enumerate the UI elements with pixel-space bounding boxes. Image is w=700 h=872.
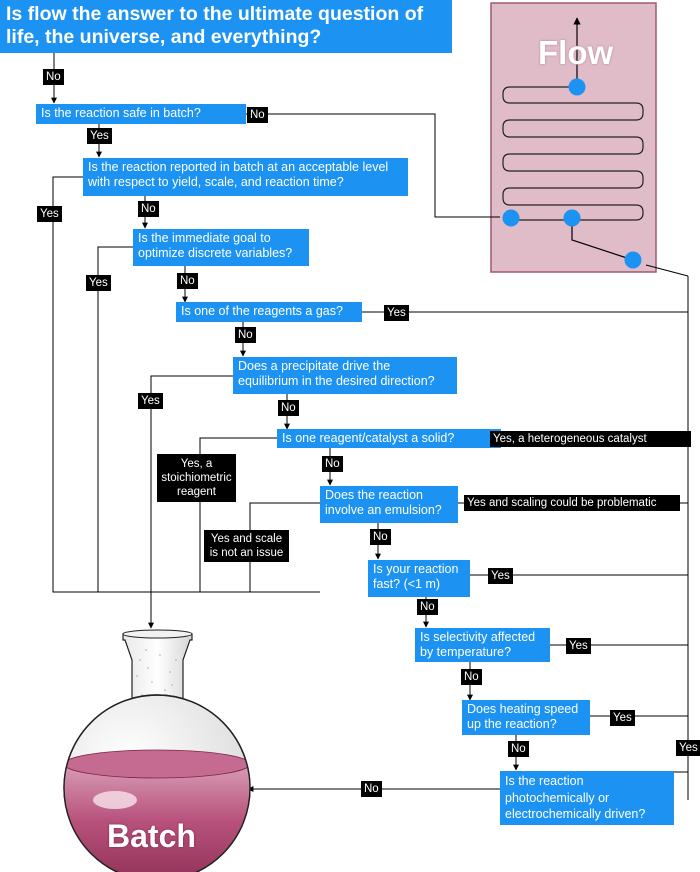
label-yes-precipitate: Yes (138, 393, 163, 409)
question-selectivity-temperature: Is selectivity affected by temperature? (415, 628, 550, 662)
label-yes-reported: Yes (37, 206, 62, 222)
reactor-coil (502, 86, 644, 221)
label-no-fast: No (417, 599, 438, 615)
question-solid-reagent: Is one reagent/catalyst a solid? (277, 429, 501, 448)
label-no-precipitate: No (278, 400, 299, 416)
flask-mouth (122, 629, 193, 639)
label-yes-selectivity: Yes (566, 638, 591, 654)
label-no-safe: No (247, 107, 268, 123)
label-yes-fast: Yes (488, 568, 513, 584)
label-yes-heterogeneous: Yes, a heterogeneous catalyst (490, 431, 691, 447)
question-reagent-gas: Is one of the reagents a gas? (176, 302, 362, 322)
question-reported-in-batch: Is the reaction reported in batch at an … (83, 158, 408, 196)
label-no-gas: No (235, 327, 256, 343)
label-no-photo: No (361, 781, 382, 797)
label-yes-photo: Yes (676, 740, 700, 756)
question-heating-speed: Does heating speed up the reaction? (462, 700, 590, 735)
reactor-node-outlet (568, 78, 586, 96)
liquid-surface (64, 749, 250, 779)
label-no-selectivity: No (461, 669, 482, 685)
label-no-emulsion: No (370, 529, 391, 545)
label-yes-scaling-problematic: Yes and scaling could be problematic (464, 495, 680, 511)
label-yes-gas: Yes (384, 305, 409, 321)
label-no-reported: No (138, 201, 159, 217)
question-fast-reaction: Is your reaction fast? (<1 m) (368, 560, 470, 597)
label-yes-discrete: Yes (86, 275, 111, 291)
label-no-discrete: No (177, 273, 198, 289)
question-safe-in-batch: Is the reaction safe in batch? (36, 104, 246, 124)
reactor-node-inlet-c (624, 251, 642, 269)
label-no-heating: No (508, 741, 529, 757)
label-yes-heating: Yes (610, 710, 635, 726)
question-emulsion: Does the reaction involve an emulsion? (320, 486, 458, 523)
label-no-solid: No (322, 456, 343, 472)
question-photo-electrochemical: Is the reaction photochemically or elect… (500, 771, 674, 825)
flow-reactor (490, 2, 657, 273)
label-no-title: No (43, 69, 64, 85)
question-discrete-variables: Is the immediate goal to optimize discre… (133, 229, 309, 266)
question-precipitate: Does a precipitate drive the equilibrium… (233, 357, 457, 394)
batch-label: Batch (107, 818, 196, 854)
page-title: Is flow the answer to the ultimate quest… (0, 0, 452, 53)
label-yes-scale-not-issue: Yes and scale is not an issue (204, 530, 289, 562)
label-yes-safe: Yes (87, 128, 112, 144)
batch-flask (63, 629, 251, 872)
reactor-node-inlet-a (502, 209, 520, 227)
flow-label: Flow (538, 34, 614, 71)
reactor-node-inlet-b (563, 209, 581, 227)
label-yes-stoichiometric: Yes, a stoichiometric reagent (157, 454, 236, 502)
